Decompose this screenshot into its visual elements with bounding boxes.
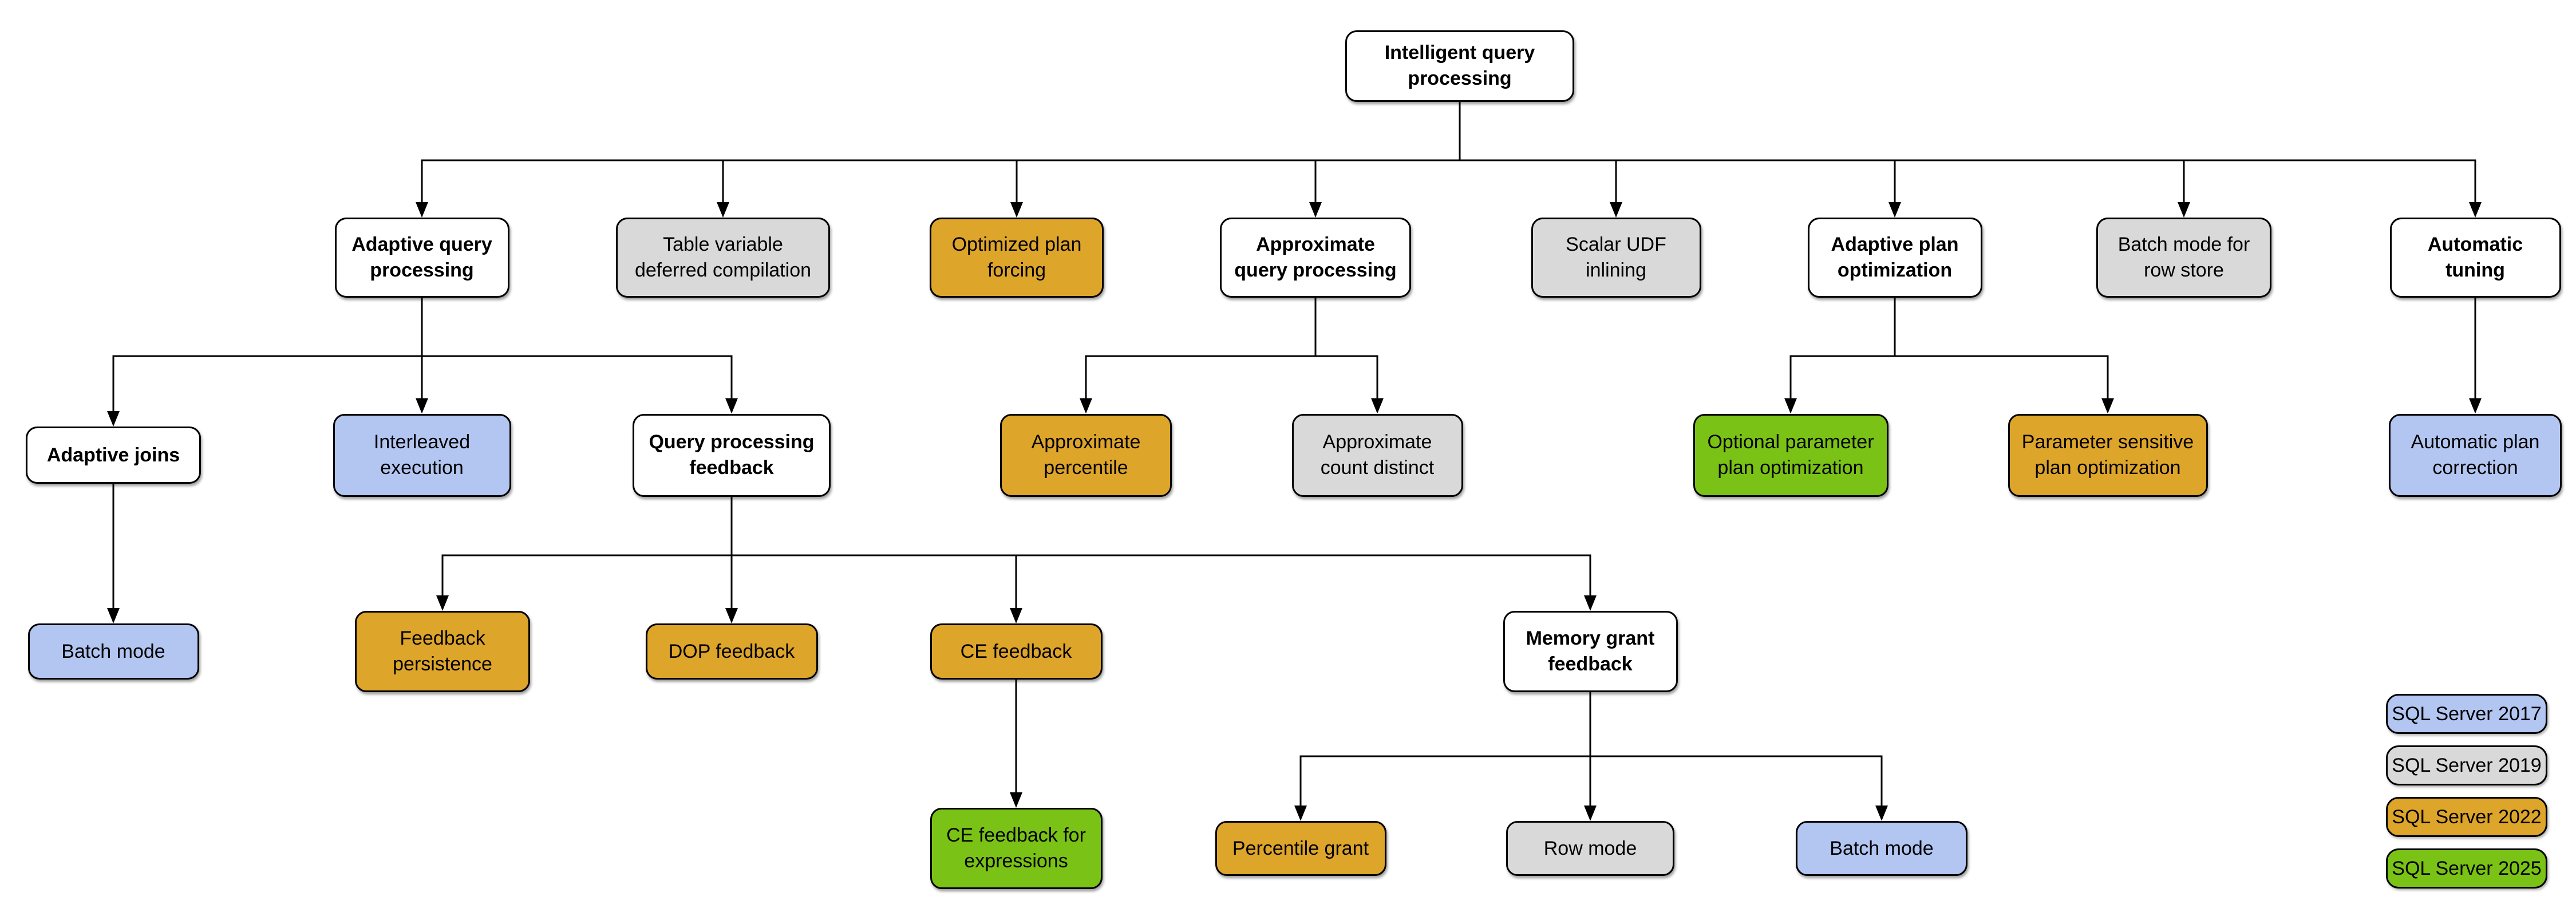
node-aqp: Adaptive query processing — [334, 218, 509, 298]
arrowhead-icon — [2178, 202, 2190, 218]
node-oppo: Optional parameter plan optimization — [1693, 413, 1888, 497]
node-root: Intelligent query processing — [1345, 30, 1574, 102]
node-bm2: Batch mode — [1796, 821, 1967, 876]
arrowhead-icon — [1010, 792, 1022, 808]
node-bmrs: Batch mode for row store — [2096, 218, 2271, 298]
legend-item-sql-server-2019: SQL Server 2019 — [2386, 745, 2547, 785]
node-qpf: Query processing feedback — [633, 413, 831, 497]
node-aj: Adaptive joins — [26, 427, 201, 484]
arrowhead-icon — [436, 595, 449, 611]
arrowhead-icon — [1309, 202, 1322, 218]
arrowhead-icon — [1371, 398, 1384, 414]
node-opf: Optimized plan forcing — [930, 218, 1104, 298]
arrowhead-icon — [1875, 806, 1888, 821]
node-pg: Percentile grant — [1215, 821, 1386, 876]
arrowhead-icon — [2469, 202, 2482, 218]
node-fp: Feedback persistence — [355, 611, 530, 692]
node-cef: CE feedback — [930, 623, 1103, 680]
legend-item-sql-server-2025: SQL Server 2025 — [2386, 848, 2547, 889]
arrowhead-icon — [107, 608, 120, 623]
arrowhead-icon — [1584, 806, 1597, 821]
legend-item-sql-server-2022: SQL Server 2022 — [2386, 797, 2547, 837]
node-at: Automatic tuning — [2389, 218, 2561, 298]
arrowhead-icon — [1610, 202, 1622, 218]
node-dop: DOP feedback — [645, 623, 818, 680]
node-rm: Row mode — [1506, 821, 1674, 876]
arrowhead-icon — [2469, 398, 2482, 414]
node-pspo: Parameter sensitive plan optimization — [2008, 413, 2208, 497]
arrowhead-icon — [416, 202, 428, 218]
arrowhead-icon — [107, 411, 120, 427]
node-ie: Interleaved execution — [333, 413, 511, 497]
arrowhead-icon — [1010, 608, 1022, 623]
legend-item-sql-server-2017: SQL Server 2017 — [2386, 694, 2547, 734]
node-tvdc: Table variable deferred compilation — [616, 218, 830, 298]
arrowhead-icon — [416, 398, 428, 414]
node-bm1: Batch mode — [27, 623, 199, 680]
arrowhead-icon — [1584, 595, 1597, 611]
node-apc: Automatic plan correction — [2389, 413, 2562, 497]
arrowhead-icon — [1080, 398, 1092, 414]
node-cefe: CE feedback for expressions — [930, 808, 1103, 889]
arrowhead-icon — [725, 608, 738, 623]
arrowhead-icon — [1294, 806, 1307, 821]
arrowhead-icon — [1010, 202, 1023, 218]
arrowhead-icon — [1784, 398, 1797, 414]
arrowhead-icon — [725, 398, 738, 414]
node-acd: Approximate count distinct — [1291, 413, 1463, 497]
node-apct: Approximate percentile — [1000, 413, 1172, 497]
arrowhead-icon — [717, 202, 729, 218]
node-apo: Adaptive plan optimization — [1807, 218, 1982, 298]
node-aqproc: Approximate query processing — [1220, 218, 1411, 298]
node-mgf: Memory grant feedback — [1503, 611, 1678, 692]
arrowhead-icon — [2101, 398, 2114, 414]
arrowhead-icon — [1888, 202, 1901, 218]
node-sudf: Scalar UDF inlining — [1531, 218, 1701, 298]
